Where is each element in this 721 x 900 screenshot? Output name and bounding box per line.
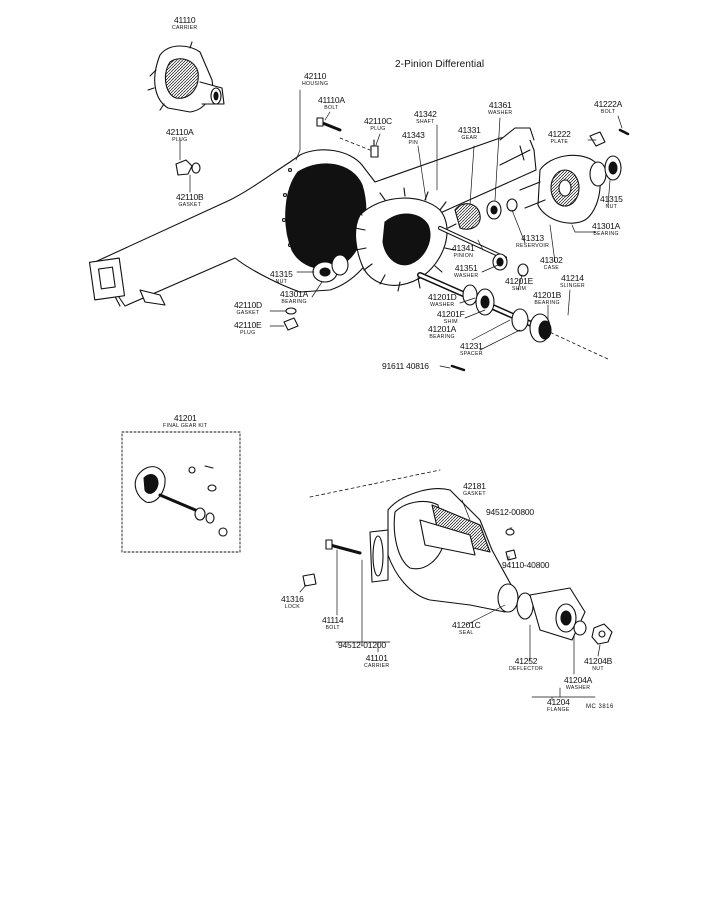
differential-case-illustration [438, 128, 630, 277]
bolt-91611-illustration [450, 364, 466, 372]
bolt-41110a-illustration [316, 117, 342, 132]
ring-gear-illustration [351, 187, 457, 292]
bearing-41301a-illustration [312, 254, 349, 283]
drive-pinion-illustration [417, 272, 552, 343]
label-94512-00800: 94512-00800 [486, 507, 534, 517]
label-94512-01200: 94512-01200 [338, 640, 386, 650]
plug-42110e-illustration [283, 307, 299, 331]
diagram-title: 2-Pinion Differential [395, 59, 485, 70]
plug-42110a-illustration [175, 159, 201, 176]
plug-42110c-illustration [370, 139, 379, 158]
flange-41204-illustration [516, 587, 613, 645]
carrier-41101-illustration [302, 488, 519, 613]
final-gear-kit-box [121, 431, 241, 553]
carrier-41110-illustration [147, 41, 225, 113]
leader-lines-dashed [309, 137, 611, 498]
label-94110-40800: 94110-40800 [502, 560, 550, 570]
pointer-lines [179, 89, 623, 701]
axle-housing-42110-illustration [88, 127, 537, 307]
label-91611-40816: 91611 40816 [382, 361, 429, 371]
figure-code: MC 3816 [586, 704, 614, 710]
